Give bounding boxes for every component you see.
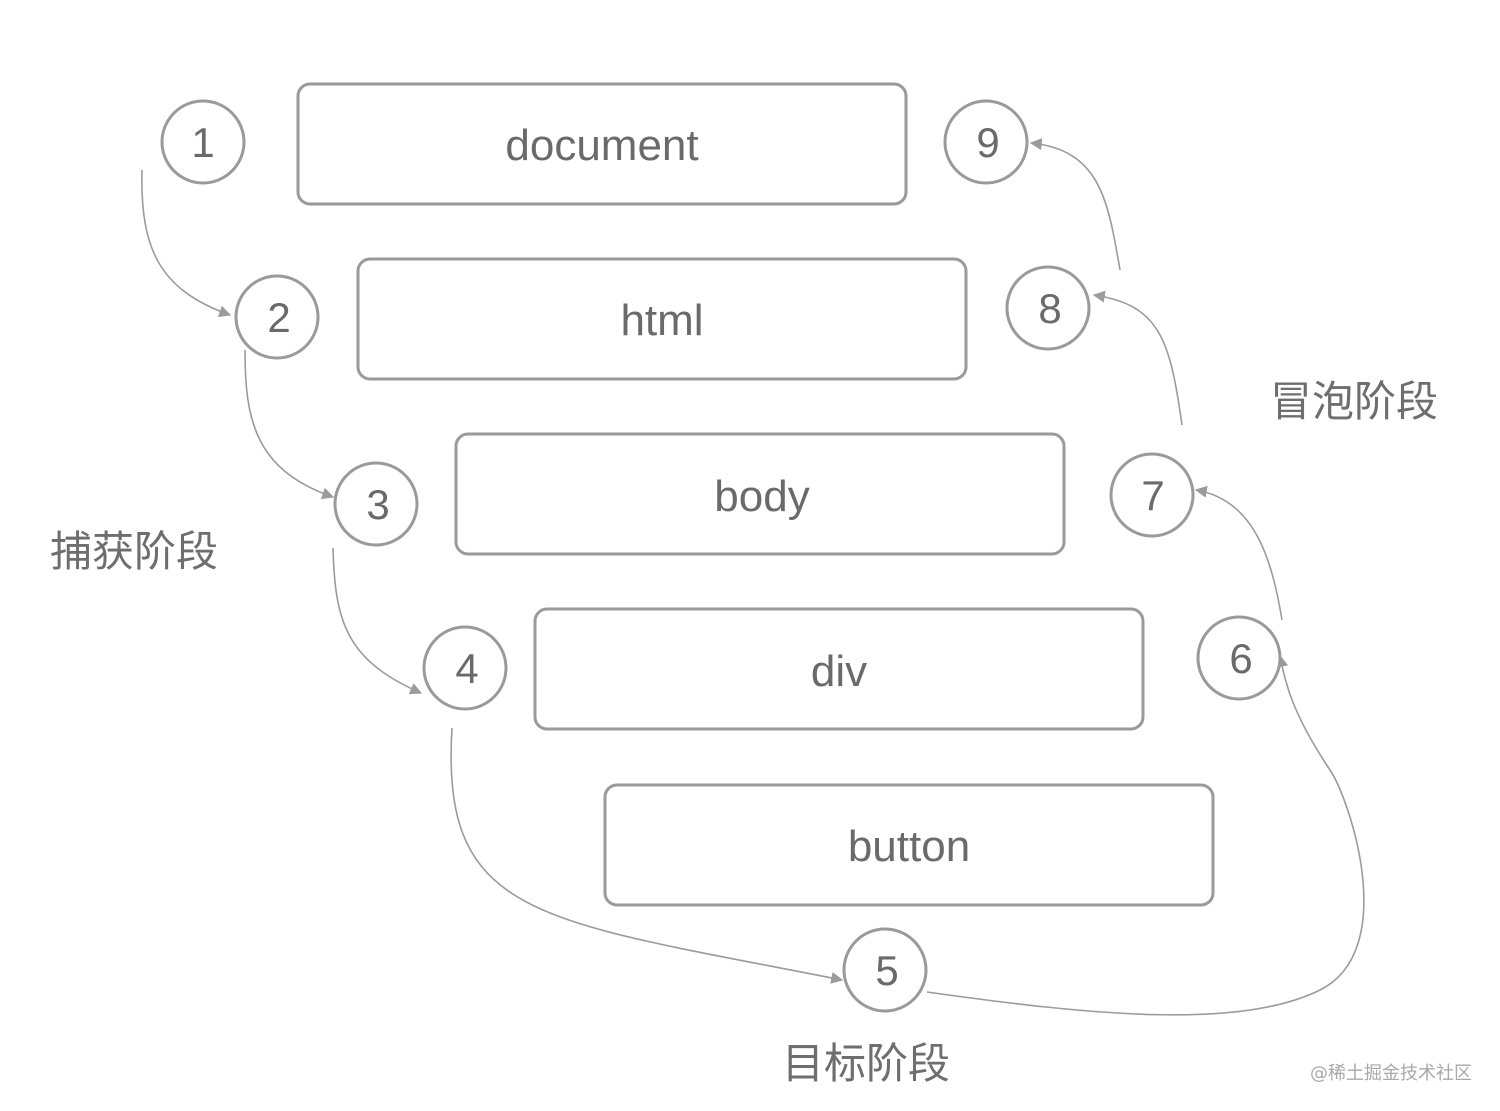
step-8-label: 8 — [1038, 285, 1061, 332]
node-div: div — [533, 607, 1145, 731]
step-7-label: 7 — [1141, 472, 1164, 519]
node-body-label: body — [714, 472, 809, 521]
arrow-6-to-7 — [1194, 485, 1283, 621]
node-document-label: document — [505, 121, 698, 170]
step-3-label: 3 — [366, 481, 389, 528]
arrow-5-to-6 — [926, 654, 1365, 1016]
capture-phase-label: 捕获阶段 — [50, 527, 218, 576]
arrow-4-to-5 — [450, 727, 844, 984]
node-body: body — [454, 432, 1066, 556]
step-5-label: 5 — [875, 947, 898, 994]
arrow-1-to-2 — [141, 169, 232, 318]
step-8: 8 — [1005, 265, 1091, 351]
step-5: 5 — [842, 927, 928, 1013]
step-3: 3 — [333, 461, 419, 547]
step-2-label: 2 — [267, 294, 290, 341]
node-html-label: html — [620, 296, 703, 345]
step-1-label: 1 — [191, 119, 214, 166]
arrow-8-to-9 — [1029, 138, 1121, 271]
step-6-label: 6 — [1229, 635, 1252, 682]
arrow-3-to-4 — [332, 547, 423, 695]
arrow-7-to-8 — [1092, 290, 1183, 426]
node-div-label: div — [811, 647, 867, 696]
step-2: 2 — [234, 274, 320, 360]
step-4-label: 4 — [455, 645, 478, 692]
step-9-label: 9 — [976, 119, 999, 166]
node-button-label: button — [848, 822, 970, 871]
node-button: button — [603, 783, 1215, 907]
step-7: 7 — [1109, 452, 1195, 538]
step-1: 1 — [160, 99, 246, 185]
watermark: @稀土掘金技术社区 — [1310, 1063, 1472, 1084]
step-4: 4 — [422, 625, 508, 711]
target-phase-label: 目标阶段 — [782, 1039, 950, 1088]
node-document: document — [296, 82, 908, 206]
bubble-phase-label: 冒泡阶段 — [1270, 377, 1438, 426]
step-6: 6 — [1196, 615, 1282, 701]
step-9: 9 — [943, 99, 1029, 185]
node-html: html — [356, 257, 968, 381]
arrow-2-to-3 — [244, 349, 335, 500]
